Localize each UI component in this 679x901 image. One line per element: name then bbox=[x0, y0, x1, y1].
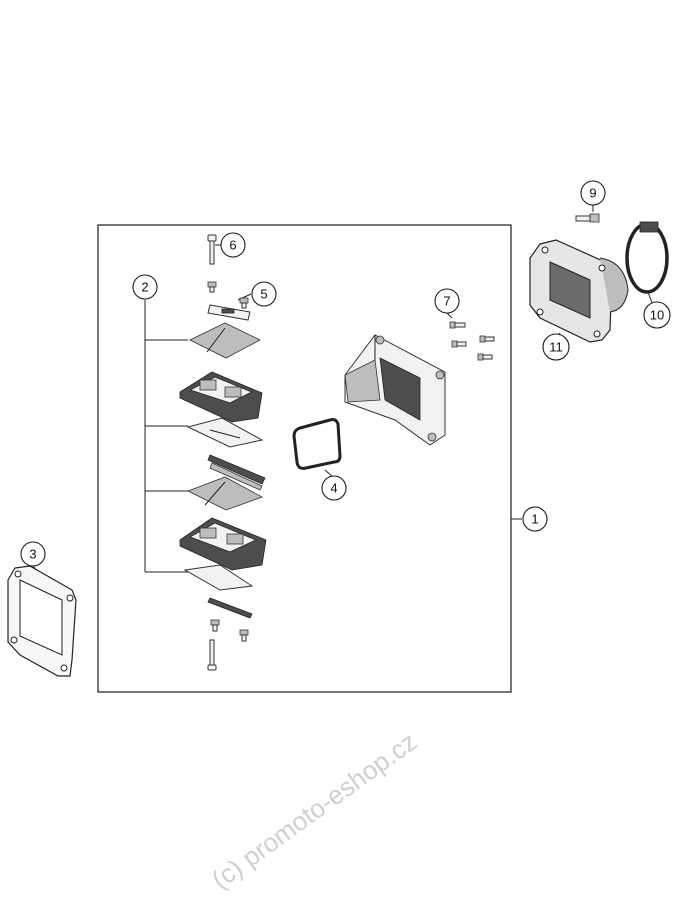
long-screw-top bbox=[207, 234, 217, 265]
leader-2-bracket bbox=[144, 300, 188, 573]
flange-bolt bbox=[575, 213, 600, 223]
flange-gasket bbox=[7, 565, 77, 677]
assembly-frame bbox=[97, 224, 512, 693]
callout-2: 2 bbox=[132, 274, 158, 300]
retainer-plate bbox=[207, 304, 251, 321]
reed-petal-lower bbox=[187, 476, 263, 511]
callout-3-label: 3 bbox=[29, 547, 36, 562]
reed-petal-top bbox=[189, 322, 261, 359]
callout-6: 6 bbox=[220, 232, 246, 258]
callout-11-label: 11 bbox=[549, 340, 563, 355]
watermark-text: (c) promoto-eshop.cz bbox=[206, 726, 422, 895]
reed-block-lower bbox=[179, 517, 267, 571]
callout-4: 4 bbox=[321, 475, 347, 501]
callout-6-label: 6 bbox=[229, 238, 236, 253]
gasket-ring bbox=[292, 418, 342, 470]
callout-3: 3 bbox=[20, 541, 46, 567]
callout-7: 7 bbox=[434, 288, 460, 314]
callout-2-label: 2 bbox=[141, 280, 148, 295]
reed-block-upper bbox=[179, 371, 263, 423]
callout-5-label: 5 bbox=[260, 287, 267, 302]
small-screws bbox=[207, 281, 249, 309]
bottom-screws bbox=[210, 619, 249, 642]
callout-11: 11 bbox=[542, 333, 570, 361]
long-screw-bottom bbox=[207, 639, 217, 671]
spacer-strip bbox=[207, 454, 266, 491]
reed-petal-bottom bbox=[183, 564, 254, 591]
callout-1: 1 bbox=[522, 506, 548, 532]
hose-clamp bbox=[625, 221, 669, 294]
leader-10 bbox=[647, 291, 653, 304]
bottom-spacer bbox=[207, 597, 253, 619]
callout-5: 5 bbox=[251, 281, 277, 307]
leader-7 bbox=[446, 312, 453, 319]
callout-9: 9 bbox=[580, 180, 606, 206]
callout-4-label: 4 bbox=[330, 481, 337, 496]
callout-7-label: 7 bbox=[443, 294, 450, 309]
callout-10-label: 10 bbox=[650, 308, 664, 323]
callout-10: 10 bbox=[643, 301, 671, 329]
reed-petal-middle bbox=[186, 417, 264, 448]
callout-9-label: 9 bbox=[589, 186, 596, 201]
intake-housing bbox=[344, 334, 446, 446]
intake-rubber-flange bbox=[529, 239, 629, 343]
housing-bolts bbox=[449, 321, 495, 361]
callout-1-label: 1 bbox=[531, 512, 538, 527]
